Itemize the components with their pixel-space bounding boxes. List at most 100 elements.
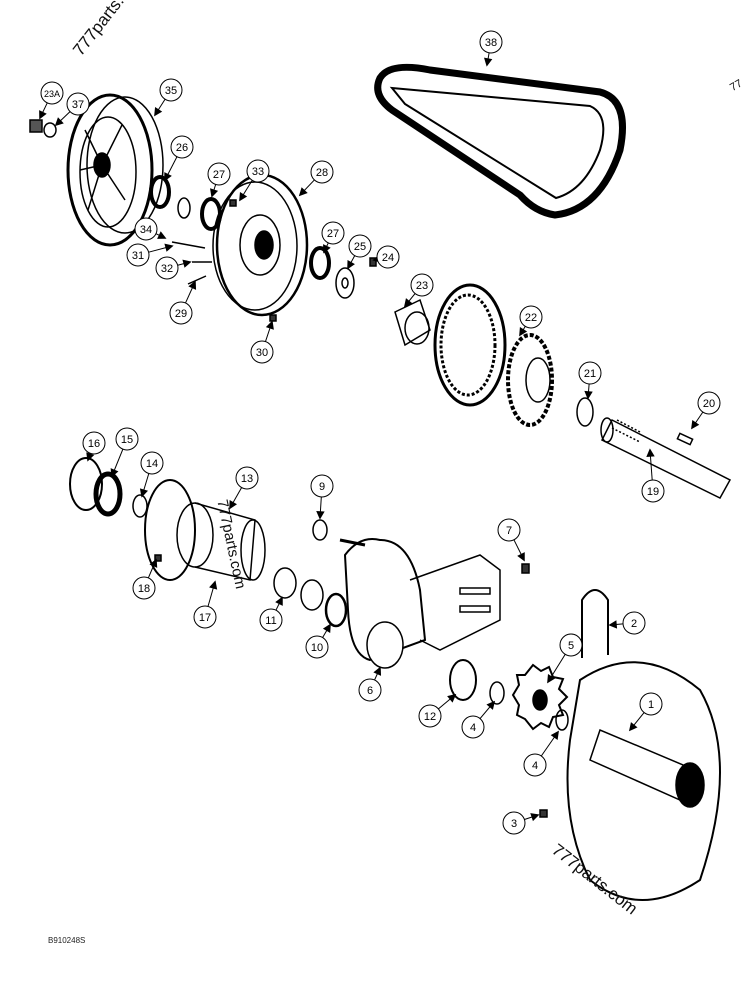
callout-11: 11 bbox=[259, 596, 283, 632]
callout-label: 6 bbox=[367, 685, 373, 697]
drive-shaft bbox=[600, 417, 732, 499]
callout-circle bbox=[461, 715, 485, 739]
callout-29: 29 bbox=[169, 280, 197, 325]
callout-4: 4 bbox=[523, 730, 559, 777]
ring-gear bbox=[433, 283, 594, 427]
callout-label: 37 bbox=[72, 99, 84, 111]
callout-19: 19 bbox=[641, 448, 665, 503]
callout-circle bbox=[246, 159, 270, 183]
callout-circle bbox=[410, 273, 434, 297]
arrowhead-icon bbox=[164, 243, 174, 252]
callout-label: 29 bbox=[175, 308, 187, 320]
callout-label: 25 bbox=[354, 241, 366, 253]
bearings bbox=[149, 175, 355, 299]
pulley bbox=[66, 93, 164, 247]
arrowhead-icon bbox=[519, 327, 528, 337]
callout-17: 17 bbox=[193, 580, 218, 629]
arrowhead-icon bbox=[210, 188, 219, 198]
arrowhead-icon bbox=[547, 674, 556, 684]
nut-and-washer bbox=[29, 119, 57, 138]
callout-label: 13 bbox=[241, 473, 253, 485]
callout-circle bbox=[697, 391, 721, 415]
callout-32: 32 bbox=[155, 256, 192, 280]
arrowhead-icon bbox=[39, 110, 47, 120]
arrowhead-icon bbox=[110, 468, 119, 478]
callout-circle bbox=[155, 256, 179, 280]
callout-circle bbox=[479, 30, 503, 54]
arrowhead-icon bbox=[530, 813, 540, 822]
callout-33: 33 bbox=[239, 159, 270, 202]
arrowhead-icon bbox=[188, 280, 197, 290]
callout-21: 21 bbox=[578, 361, 602, 400]
callout-circle bbox=[376, 245, 400, 269]
callout-circle bbox=[305, 635, 329, 659]
callout-label: 26 bbox=[176, 142, 188, 154]
callout-label: 10 bbox=[311, 642, 323, 654]
callout-circle bbox=[126, 243, 150, 267]
arrowhead-icon bbox=[239, 192, 248, 202]
arrowhead-icon bbox=[86, 452, 95, 462]
callout-circle bbox=[358, 678, 382, 702]
callout-circle bbox=[639, 692, 663, 716]
callout-circle bbox=[348, 234, 372, 258]
gearbox-arm bbox=[339, 538, 501, 669]
splined-shaft bbox=[394, 298, 431, 347]
callout-label: 15 bbox=[121, 434, 133, 446]
arrowhead-icon bbox=[275, 596, 283, 606]
callout-label: 20 bbox=[703, 398, 715, 410]
callout-label: 27 bbox=[213, 169, 225, 181]
callout-label: 9 bbox=[319, 481, 325, 493]
callout-12: 12 bbox=[418, 693, 457, 728]
callout-34: 34 bbox=[134, 217, 167, 241]
callout-circle bbox=[418, 704, 442, 728]
callout-label: 31 bbox=[132, 250, 144, 262]
callout-label: 33 bbox=[252, 166, 264, 178]
callout-15: 15 bbox=[110, 427, 139, 478]
arrowhead-icon bbox=[54, 117, 64, 127]
callout-10: 10 bbox=[305, 623, 331, 659]
arrowhead-icon bbox=[646, 448, 655, 458]
callout-circle bbox=[235, 466, 259, 490]
arrowhead-icon bbox=[229, 500, 237, 510]
arrowhead-icon bbox=[608, 620, 618, 629]
callout-label: 14 bbox=[146, 458, 158, 470]
figure-code: B910248S bbox=[48, 936, 86, 945]
callout-7: 7 bbox=[497, 518, 525, 562]
callout-3: 3 bbox=[502, 811, 540, 835]
callout-label: 18 bbox=[138, 583, 150, 595]
arrowhead-icon bbox=[517, 552, 525, 562]
callout-27: 27 bbox=[207, 162, 231, 198]
callout-label: 30 bbox=[256, 347, 268, 359]
callout-circle bbox=[622, 611, 646, 635]
callout-label: 2 bbox=[631, 618, 637, 630]
callout-31: 31 bbox=[126, 243, 174, 267]
arrowhead-icon bbox=[484, 57, 493, 67]
arrowhead-icon bbox=[139, 488, 148, 498]
callout-label: 4 bbox=[470, 722, 476, 734]
callout-26: 26 bbox=[164, 135, 194, 182]
callout-2: 2 bbox=[608, 611, 646, 635]
arrowhead-icon bbox=[322, 623, 331, 633]
arrowhead-icon bbox=[691, 420, 700, 430]
arrowhead-icon bbox=[373, 666, 382, 676]
callout-label: 22 bbox=[525, 312, 537, 324]
callout-circle bbox=[207, 162, 231, 186]
callout-label: 12 bbox=[424, 711, 436, 723]
callout-13: 13 bbox=[229, 466, 259, 510]
callout-circle bbox=[134, 217, 158, 241]
flange-housing bbox=[144, 479, 328, 581]
drive-belt bbox=[374, 63, 626, 219]
callout-label: 35 bbox=[165, 85, 177, 97]
callout-circle bbox=[140, 451, 164, 475]
callout-25: 25 bbox=[347, 234, 372, 270]
callout-circle bbox=[170, 135, 194, 159]
arrowhead-icon bbox=[486, 700, 496, 710]
callout-14: 14 bbox=[139, 451, 164, 498]
auger-flighting bbox=[154, 554, 721, 901]
callout-circle bbox=[115, 427, 139, 451]
bearing-housing bbox=[212, 173, 309, 317]
callout-circle bbox=[523, 753, 547, 777]
